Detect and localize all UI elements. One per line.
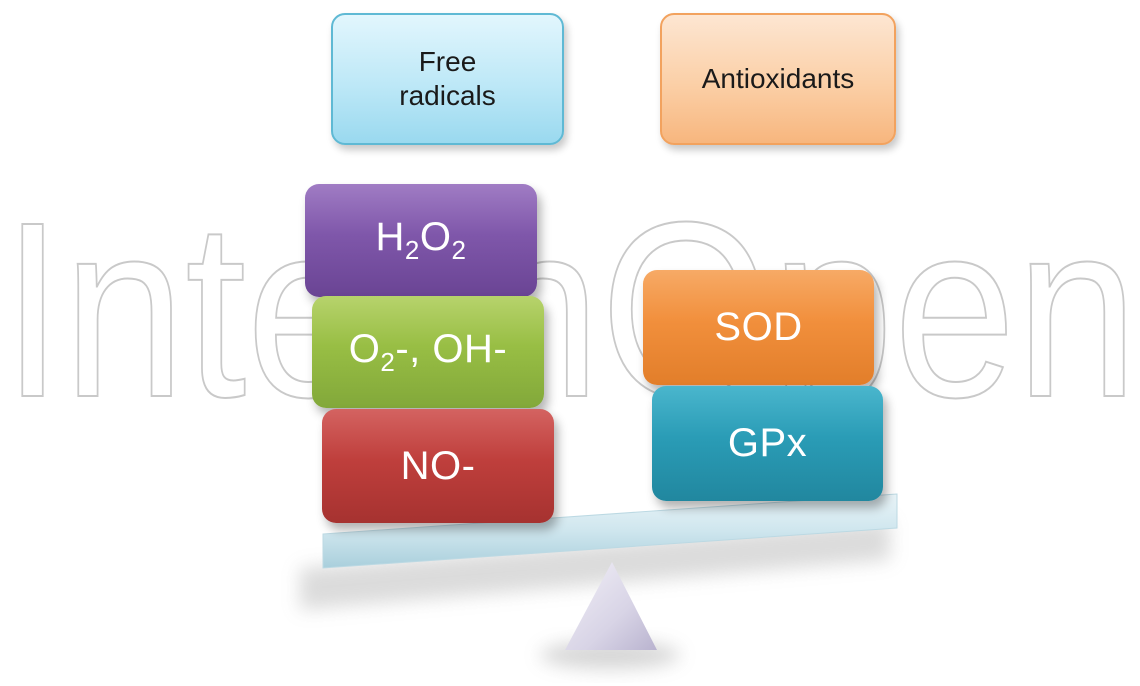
nitric-oxide-block: NO- [322, 409, 554, 523]
gpx-label: GPx [727, 421, 808, 465]
superoxide-hydroxyl-label: O2-, OH- [348, 326, 508, 377]
fulcrum-shadow [540, 641, 680, 669]
free-radicals-label: Free radicals [399, 46, 496, 111]
h2o2-label: H2O2 [375, 215, 467, 265]
antioxidants-label: Antioxidants [701, 63, 855, 94]
h2o2-block: H2O2 [305, 184, 537, 297]
watermark: IntechOpen [2, 196, 1138, 436]
free-radicals-header: Free radicals [331, 13, 564, 145]
gpx-block: GPx [652, 386, 883, 501]
superoxide-hydroxyl-block: O2-, OH- [312, 296, 544, 408]
watermark-text: IntechOpen [2, 196, 1138, 436]
beam-shadow [300, 520, 890, 610]
sod-label: SOD [714, 305, 803, 349]
antioxidants-header: Antioxidants [660, 13, 896, 145]
sod-block: SOD [643, 270, 874, 385]
nitric-oxide-label: NO- [400, 443, 476, 488]
balance-fulcrum [565, 562, 657, 650]
